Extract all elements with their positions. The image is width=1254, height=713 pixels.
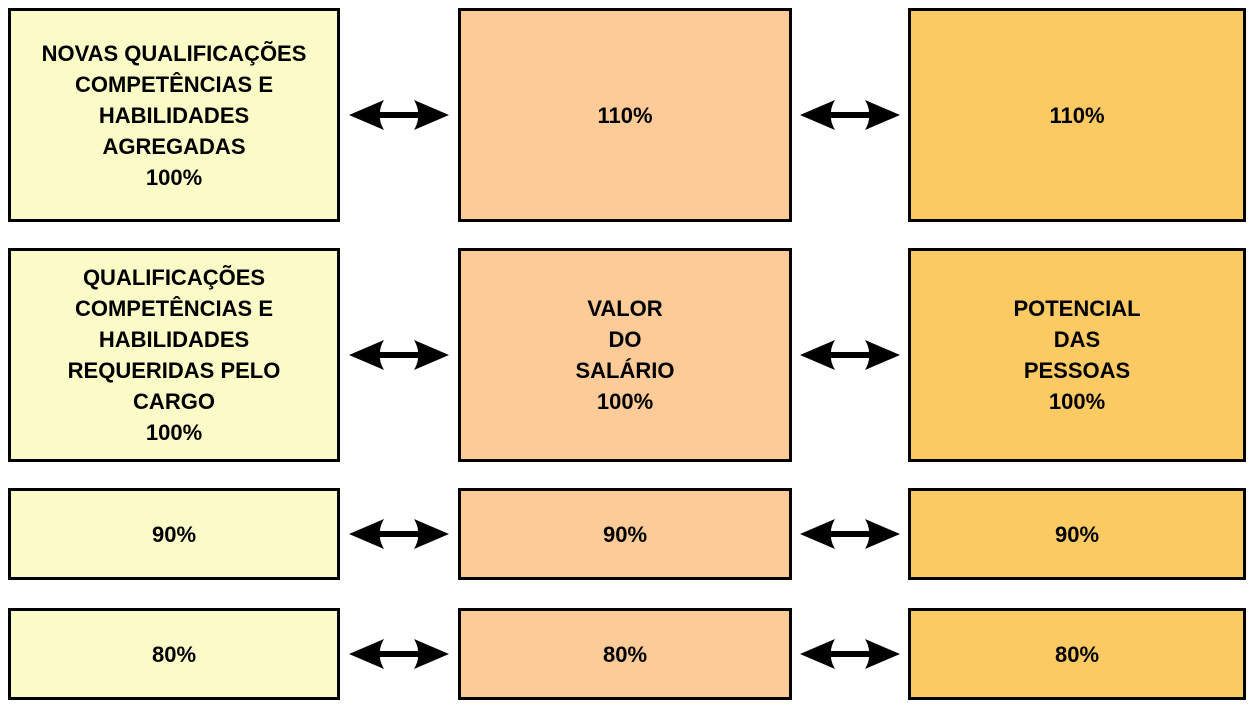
box-salario-80: 80%: [458, 608, 792, 700]
box-potencial-das-pessoas: POTENCIAL DAS PESSOAS 100%: [908, 248, 1246, 462]
box-qualificacoes-80: 80%: [8, 608, 340, 700]
box-text-line: 110%: [1049, 102, 1105, 128]
box-text-line: 80%: [1054, 641, 1100, 667]
arrow-gap-r1-right: [792, 8, 908, 222]
box-text-line: NOVAS QUALIFICAÇÕES: [41, 40, 307, 66]
box-valor-do-salario: VALOR DO SALÁRIO 100%: [458, 248, 792, 462]
box-text-line: 90%: [151, 521, 197, 547]
arrow-gap-r2-right: [792, 248, 908, 462]
box-qualificacoes-cargo: QUALIFICAÇÕES COMPETÊNCIAS E HABILIDADES RE…: [8, 248, 340, 462]
box-text-line: 100%: [145, 420, 203, 445]
box-novas-qualificacoes: NOVAS QUALIFICAÇÕES COMPETÊNCIAS E HABILID…: [8, 8, 340, 222]
box-text-line: SALÁRIO: [575, 358, 675, 383]
double-arrow-icon: [800, 639, 900, 669]
box-text-line: PESSOAS: [1023, 358, 1131, 383]
arrow-gap-r2-left: [340, 248, 458, 462]
box-text-line: POTENCIAL: [1013, 296, 1141, 321]
box-text-line: 80%: [151, 641, 197, 667]
double-arrow-icon: [349, 340, 449, 370]
box-potencial-110: 110%: [908, 8, 1246, 222]
arrow-gap-r4-left: [340, 608, 458, 700]
box-potencial-90: 90%: [908, 488, 1246, 580]
box-text-line: 90%: [602, 521, 648, 547]
box-text-line: DAS: [1053, 327, 1101, 352]
double-arrow-icon: [800, 340, 900, 370]
box-text-line: REQUERIDAS PELO: [67, 358, 281, 383]
box-text-line: 100%: [1048, 389, 1106, 414]
box-text-line: 100%: [145, 164, 203, 190]
arrow-gap-r3-right: [792, 488, 908, 580]
box-text-line: AGREGADAS: [102, 133, 246, 159]
arrow-gap-r4-right: [792, 608, 908, 700]
box-text-line: COMPETÊNCIAS E: [74, 71, 274, 97]
box-text-line: CARGO: [133, 389, 215, 414]
double-arrow-icon: [349, 100, 449, 130]
box-text-line: QUALIFICAÇÕES: [82, 265, 266, 290]
box-text-line: VALOR: [587, 296, 663, 321]
double-arrow-icon: [349, 639, 449, 669]
arrow-gap-r3-left: [340, 488, 458, 580]
double-arrow-icon: [800, 100, 900, 130]
box-text-line: 110%: [597, 102, 653, 128]
box-text-line: 90%: [1054, 521, 1100, 547]
box-text-line: HABILIDADES: [98, 327, 250, 352]
double-arrow-icon: [800, 519, 900, 549]
box-potencial-80: 80%: [908, 608, 1246, 700]
arrow-gap-r1-left: [340, 8, 458, 222]
box-text-line: DO: [608, 327, 642, 352]
box-text-line: HABILIDADES: [98, 102, 250, 128]
box-text-line: 80%: [602, 641, 648, 667]
box-text-line: 100%: [596, 389, 654, 414]
box-qualificacoes-90: 90%: [8, 488, 340, 580]
diagram-grid: NOVAS QUALIFICAÇÕES COMPETÊNCIAS E HABILID…: [8, 8, 1246, 700]
box-salario-110: 110%: [458, 8, 792, 222]
box-text-line: COMPETÊNCIAS E: [74, 296, 274, 321]
double-arrow-icon: [349, 519, 449, 549]
box-salario-90: 90%: [458, 488, 792, 580]
